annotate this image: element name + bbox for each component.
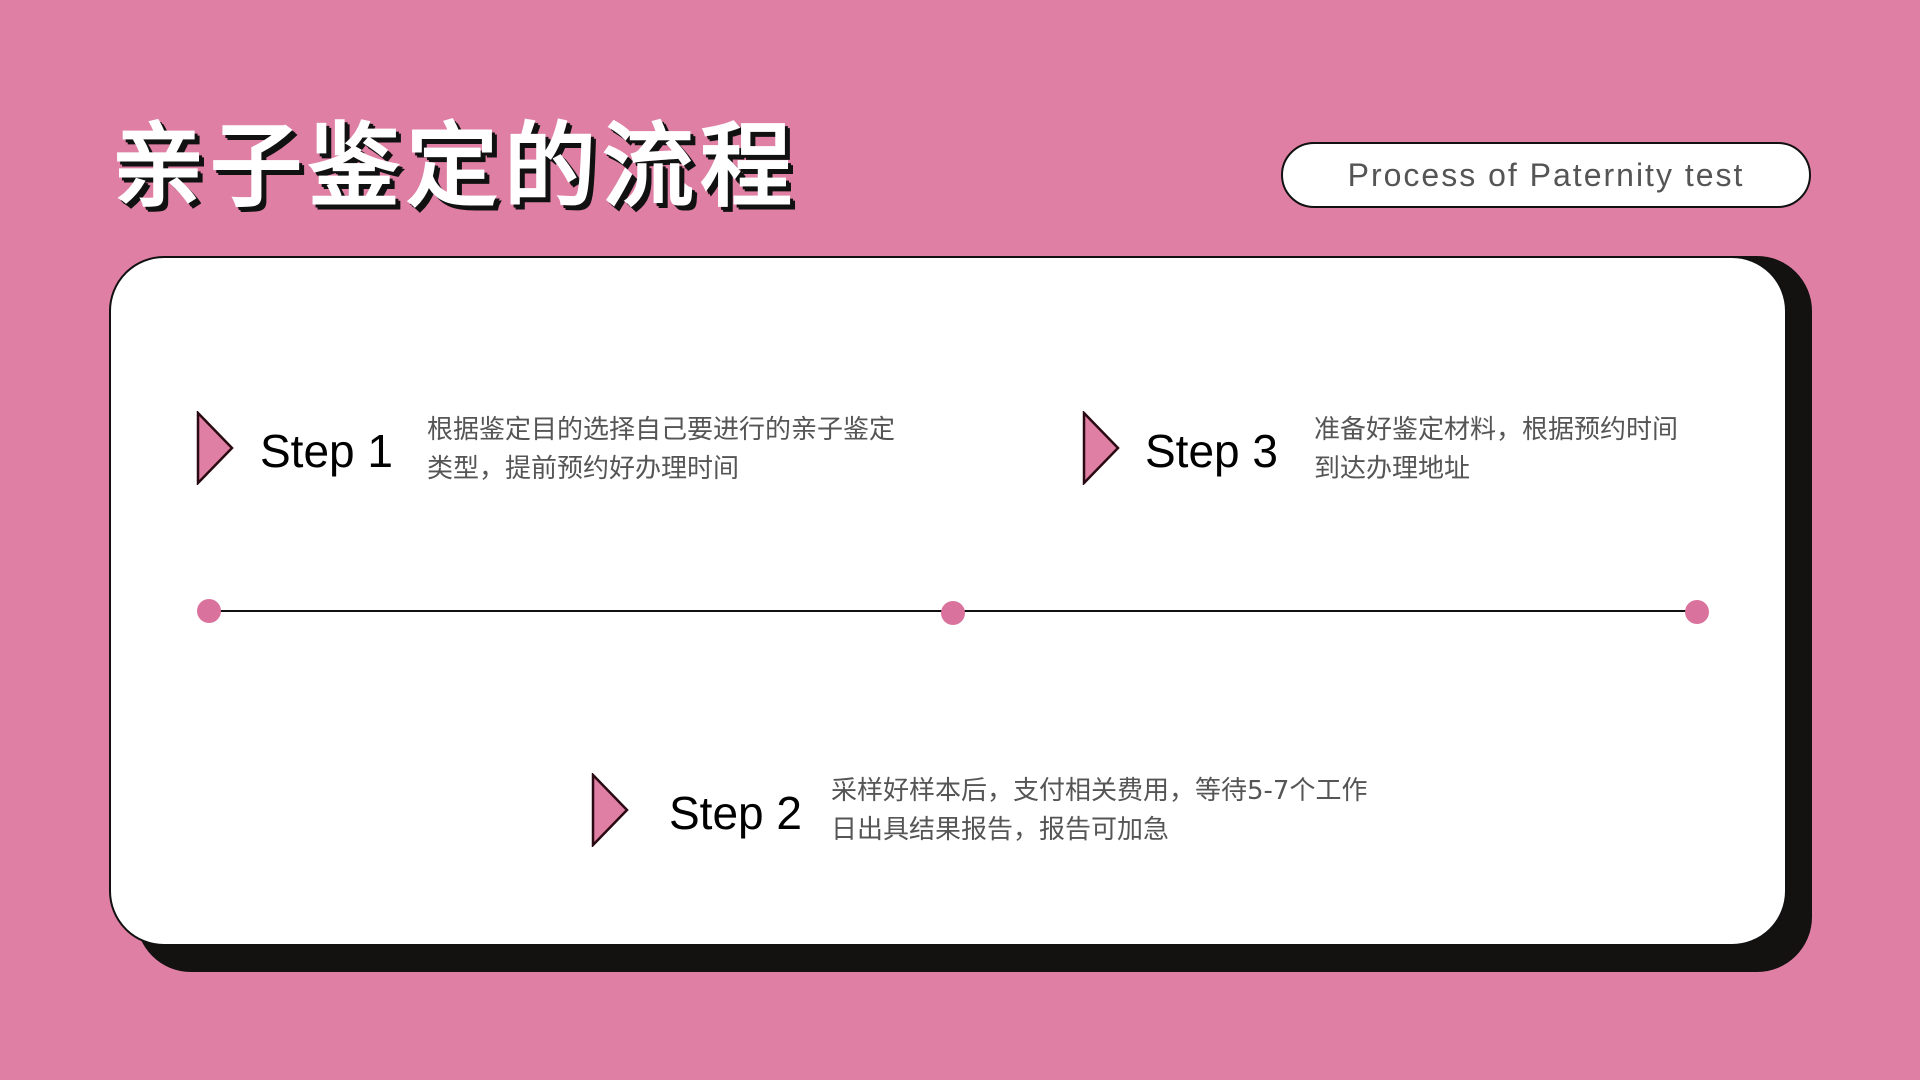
timeline-dot-end: [1685, 600, 1709, 624]
step-3-line-1: 准备好鉴定材料，根据预约时间: [1314, 415, 1679, 445]
step-1-label: Step 1: [260, 425, 393, 477]
triangle-icon: [1082, 411, 1120, 485]
step-1-description: 根据鉴定目的选择自己要进行的亲子鉴定 类型，提前预约好办理时间: [427, 411, 895, 489]
step-2-line-2: 日出具结果报告，报告可加急: [831, 815, 1170, 845]
step-1-line-2: 类型，提前预约好办理时间: [427, 454, 740, 484]
triangle-icon: [591, 773, 629, 847]
timeline-dot-start: [197, 599, 221, 623]
step-1-line-1: 根据鉴定目的选择自己要进行的亲子鉴定: [427, 415, 896, 445]
subtitle-text: Process of Paternity test: [1347, 156, 1745, 193]
triangle-icon: [196, 411, 234, 485]
step-2-description: 采样好样本后，支付相关费用，等待5-7个工作 日出具结果报告，报告可加急: [831, 772, 1367, 850]
step-3-description: 准备好鉴定材料，根据预约时间 到达办理地址: [1314, 411, 1678, 489]
step-2-line-1: 采样好样本后，支付相关费用，等待5-7个工作: [831, 776, 1368, 806]
subtitle-pill: Process of Paternity test: [1281, 142, 1811, 208]
page-title: 亲子鉴定的流程: [112, 113, 799, 220]
step-3-label: Step 3: [1145, 425, 1278, 477]
step-3-line-2: 到达办理地址: [1314, 454, 1471, 484]
step-2-label: Step 2: [669, 787, 802, 839]
timeline-dot-middle: [941, 601, 965, 625]
